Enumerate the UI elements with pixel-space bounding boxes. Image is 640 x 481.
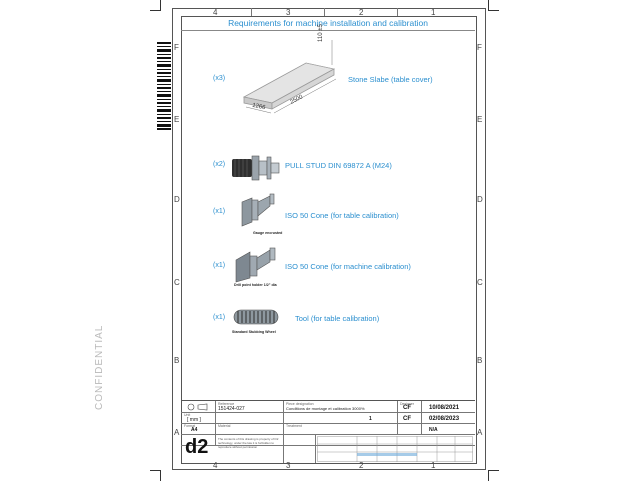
reference-value: 151424-027 bbox=[218, 406, 245, 412]
projection-symbol-icon bbox=[187, 403, 208, 411]
item-qty-slab: (x3) bbox=[213, 75, 226, 82]
designer-label: Designer bbox=[400, 402, 415, 406]
tb-col-line bbox=[421, 401, 422, 434]
zone-row-a-right: A bbox=[477, 428, 483, 437]
zone-row-d-left: D bbox=[174, 195, 180, 204]
tb-row-line bbox=[181, 423, 475, 424]
tb-col-line bbox=[397, 401, 398, 434]
zone-row-e-left: E bbox=[174, 115, 180, 124]
item-label-cone-machine: ISO 50 Cone (for machine calibration) bbox=[285, 262, 411, 271]
caption-cone-machine: Drill point holder 1/2" dia bbox=[234, 283, 277, 287]
zone-col-1-bottom: 1 bbox=[431, 461, 436, 470]
caption-tool: Standard Stubbing Wheel bbox=[232, 330, 276, 334]
zone-row-f-left: F bbox=[174, 43, 179, 52]
item-label-slab: Stone Slabe (table cover) bbox=[348, 75, 433, 84]
tb-row-line bbox=[181, 412, 475, 413]
item-label-tool: Tool (for table calibration) bbox=[295, 314, 380, 323]
format-label: Format bbox=[184, 424, 196, 428]
tb-col-line bbox=[283, 401, 284, 463]
zone-row-e-right: E bbox=[477, 115, 483, 124]
page-title: Requirements for machine installation an… bbox=[181, 16, 475, 31]
unit-value: [ mm ] bbox=[187, 417, 201, 423]
zone-col-4-top: 4 bbox=[213, 8, 218, 17]
barcode-graphic bbox=[157, 42, 171, 130]
zone-row-f-right: F bbox=[477, 43, 482, 52]
zone-col-2-bottom: 2 bbox=[359, 461, 364, 470]
zone-row-c-right: C bbox=[477, 278, 483, 287]
zone-row-b-right: B bbox=[477, 356, 483, 365]
corner-mark-bottom-right bbox=[488, 470, 499, 481]
designer-date: 10/08/2021 bbox=[429, 405, 460, 411]
pull-stud-illustration bbox=[232, 155, 280, 181]
item-qty-tool: (x1) bbox=[213, 314, 226, 321]
zone-col-1-top: 1 bbox=[431, 8, 436, 17]
item-qty-cone-table: (x1) bbox=[213, 208, 226, 215]
zone-row-d-right: D bbox=[477, 195, 483, 204]
tb-col-line bbox=[315, 434, 316, 463]
zone-divider bbox=[324, 8, 325, 16]
tb-row-line bbox=[181, 445, 475, 446]
zone-col-3-top: 3 bbox=[286, 8, 291, 17]
zone-row-b-left: B bbox=[174, 356, 180, 365]
designer-value: CF bbox=[403, 405, 411, 411]
reference-label: Reference bbox=[218, 402, 235, 406]
zone-divider bbox=[251, 8, 252, 16]
title-block: Reference 151424-027 Piece designation C… bbox=[181, 400, 475, 463]
zone-row-c-left: C bbox=[174, 278, 180, 287]
scale-value: 1 bbox=[369, 416, 372, 422]
unit-label: Unit bbox=[184, 413, 191, 417]
iso-cone-machine-illustration bbox=[235, 247, 276, 283]
sheet-value: N/A bbox=[429, 427, 438, 433]
item-label-cone-table: ISO 50 Cone (for table calibration) bbox=[285, 211, 399, 220]
format-value: A4 bbox=[191, 427, 198, 433]
inner-frame bbox=[181, 16, 477, 464]
designation-label: Piece designation bbox=[286, 402, 314, 406]
caption-cone-table: Gauge encrusted bbox=[253, 231, 283, 235]
dim-height: 110 ±5 bbox=[318, 24, 324, 42]
zone-row-a-left: A bbox=[174, 428, 180, 437]
tb-row-line bbox=[181, 434, 475, 435]
item-label-pull-stud: PULL STUD DIN 69872 A (M24) bbox=[285, 161, 392, 170]
stone-slab-illustration bbox=[242, 40, 337, 114]
copyright-notice: The contents of this drawing is property… bbox=[218, 437, 279, 449]
corner-mark-top-right bbox=[488, 0, 499, 11]
zone-divider bbox=[397, 8, 398, 16]
checker-value: CF bbox=[403, 416, 411, 422]
outer-frame bbox=[172, 8, 486, 470]
zone-col-3-bottom: 3 bbox=[286, 461, 291, 470]
stubbing-wheel-illustration bbox=[233, 309, 279, 325]
item-qty-cone-machine: (x1) bbox=[213, 262, 226, 269]
company-logo: d2 bbox=[185, 436, 209, 458]
iso-cone-table-illustration bbox=[241, 193, 275, 227]
corner-mark-top-left bbox=[150, 0, 161, 11]
zone-col-2-top: 2 bbox=[359, 8, 364, 17]
designation-value: Conditions de montage et calibration 300… bbox=[286, 406, 365, 411]
material-label: Material bbox=[218, 424, 231, 428]
zone-col-4-bottom: 4 bbox=[213, 461, 218, 470]
checker-date: 02/08/2023 bbox=[429, 416, 460, 422]
confidential-watermark: CONFIDENTIAL bbox=[94, 324, 105, 410]
item-qty-pull-stud: (x2) bbox=[213, 161, 226, 168]
tolerance-table-graphic bbox=[317, 436, 473, 462]
corner-mark-bottom-left bbox=[150, 470, 161, 481]
treatment-label: Treatment bbox=[286, 424, 302, 428]
tb-col-line bbox=[215, 401, 216, 445]
